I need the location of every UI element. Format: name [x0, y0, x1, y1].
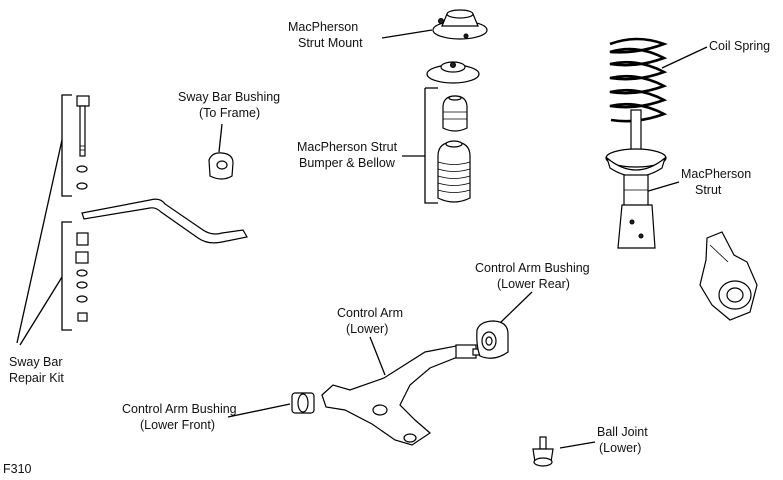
- label-ball-joint-line2: (Lower): [599, 441, 641, 455]
- ca-bushing-rear-part: [476, 320, 509, 359]
- label-macpherson-strut-line2: Strut: [695, 183, 722, 197]
- label-strut-bumper-line1: MacPherson Strut: [297, 140, 398, 154]
- label-strut-mount-line1: MacPherson: [288, 20, 358, 34]
- macpherson-strut-part: [605, 109, 667, 249]
- ca-bushing-front-part: [291, 392, 315, 414]
- label-strut-bumper: MacPherson Strut Bumper & Bellow: [297, 140, 398, 170]
- strut-mount-plate: [426, 61, 480, 84]
- leader-ca-bushing-front: [227, 403, 291, 418]
- label-macpherson-strut: MacPherson Strut: [681, 167, 751, 197]
- label-strut-bumper-line2: Bumper & Bellow: [299, 156, 396, 170]
- label-strut-mount-line2: Strut Mount: [298, 36, 363, 50]
- label-control-arm-line1: Control Arm: [337, 306, 403, 320]
- label-sway-bar-bushing-line2: (To Frame): [199, 106, 260, 120]
- bracket-kit-upper: [61, 94, 72, 197]
- figure-code: F310: [3, 462, 32, 476]
- leader-lines: [16, 29, 708, 449]
- label-ca-bushing-front-line2: (Lower Front): [140, 418, 215, 432]
- ball-joint-part: [532, 436, 554, 467]
- coil-spring-part: [609, 37, 668, 123]
- label-strut-mount: MacPherson Strut Mount: [288, 20, 363, 50]
- leader-kit-upper: [16, 139, 63, 344]
- label-ball-joint-line1: Ball Joint: [597, 425, 648, 439]
- bracket-bumper-bellow: [424, 88, 438, 204]
- label-sway-bar-bushing: Sway Bar Bushing (To Frame): [178, 90, 280, 120]
- leader-kit-lower: [19, 276, 63, 346]
- leader-coil-spring: [661, 46, 708, 69]
- label-ball-joint: Ball Joint (Lower): [597, 425, 648, 455]
- label-ca-bushing-rear-line1: Control Arm Bushing: [475, 261, 590, 275]
- label-control-arm: Control Arm (Lower): [337, 306, 403, 336]
- label-coil-spring: Coil Spring: [709, 39, 770, 53]
- bracket-kit-lower: [61, 221, 72, 331]
- label-ca-bushing-front-line1: Control Arm Bushing: [122, 402, 237, 416]
- leader-ball-joint: [559, 441, 596, 449]
- label-sway-bar-kit-line1: Sway Bar: [9, 355, 63, 369]
- label-ca-bushing-rear: Control Arm Bushing (Lower Rear): [475, 261, 590, 291]
- strut-bellow-part: [437, 140, 471, 203]
- label-sway-bar-kit: Sway Bar Repair Kit: [9, 355, 64, 385]
- label-sway-bar-kit-line2: Repair Kit: [9, 371, 64, 385]
- leader-ca-bushing-rear: [499, 291, 533, 324]
- label-control-arm-line2: (Lower): [346, 322, 388, 336]
- leader-macpherson-strut: [644, 181, 680, 193]
- label-coil-spring-line1: Coil Spring: [709, 39, 770, 53]
- steering-knuckle-part: [699, 231, 758, 321]
- sway-bar-kit-parts: [75, 95, 90, 322]
- leader-sway-bar-bushing: [218, 123, 223, 153]
- label-macpherson-strut-line1: MacPherson: [681, 167, 751, 181]
- label-sway-bar-bushing-line1: Sway Bar Bushing: [178, 90, 280, 104]
- leader-strut-mount: [381, 29, 433, 39]
- sway-bar-part: [81, 198, 248, 244]
- strut-mount-part: [432, 9, 488, 40]
- label-ca-bushing-rear-line2: (Lower Rear): [497, 277, 570, 291]
- control-arm-part: [321, 344, 484, 446]
- sway-bar-bushing-part: [208, 152, 234, 180]
- label-ca-bushing-front: Control Arm Bushing (Lower Front): [122, 402, 237, 432]
- strut-bumper-part: [442, 95, 468, 132]
- leader-control-arm: [369, 336, 386, 376]
